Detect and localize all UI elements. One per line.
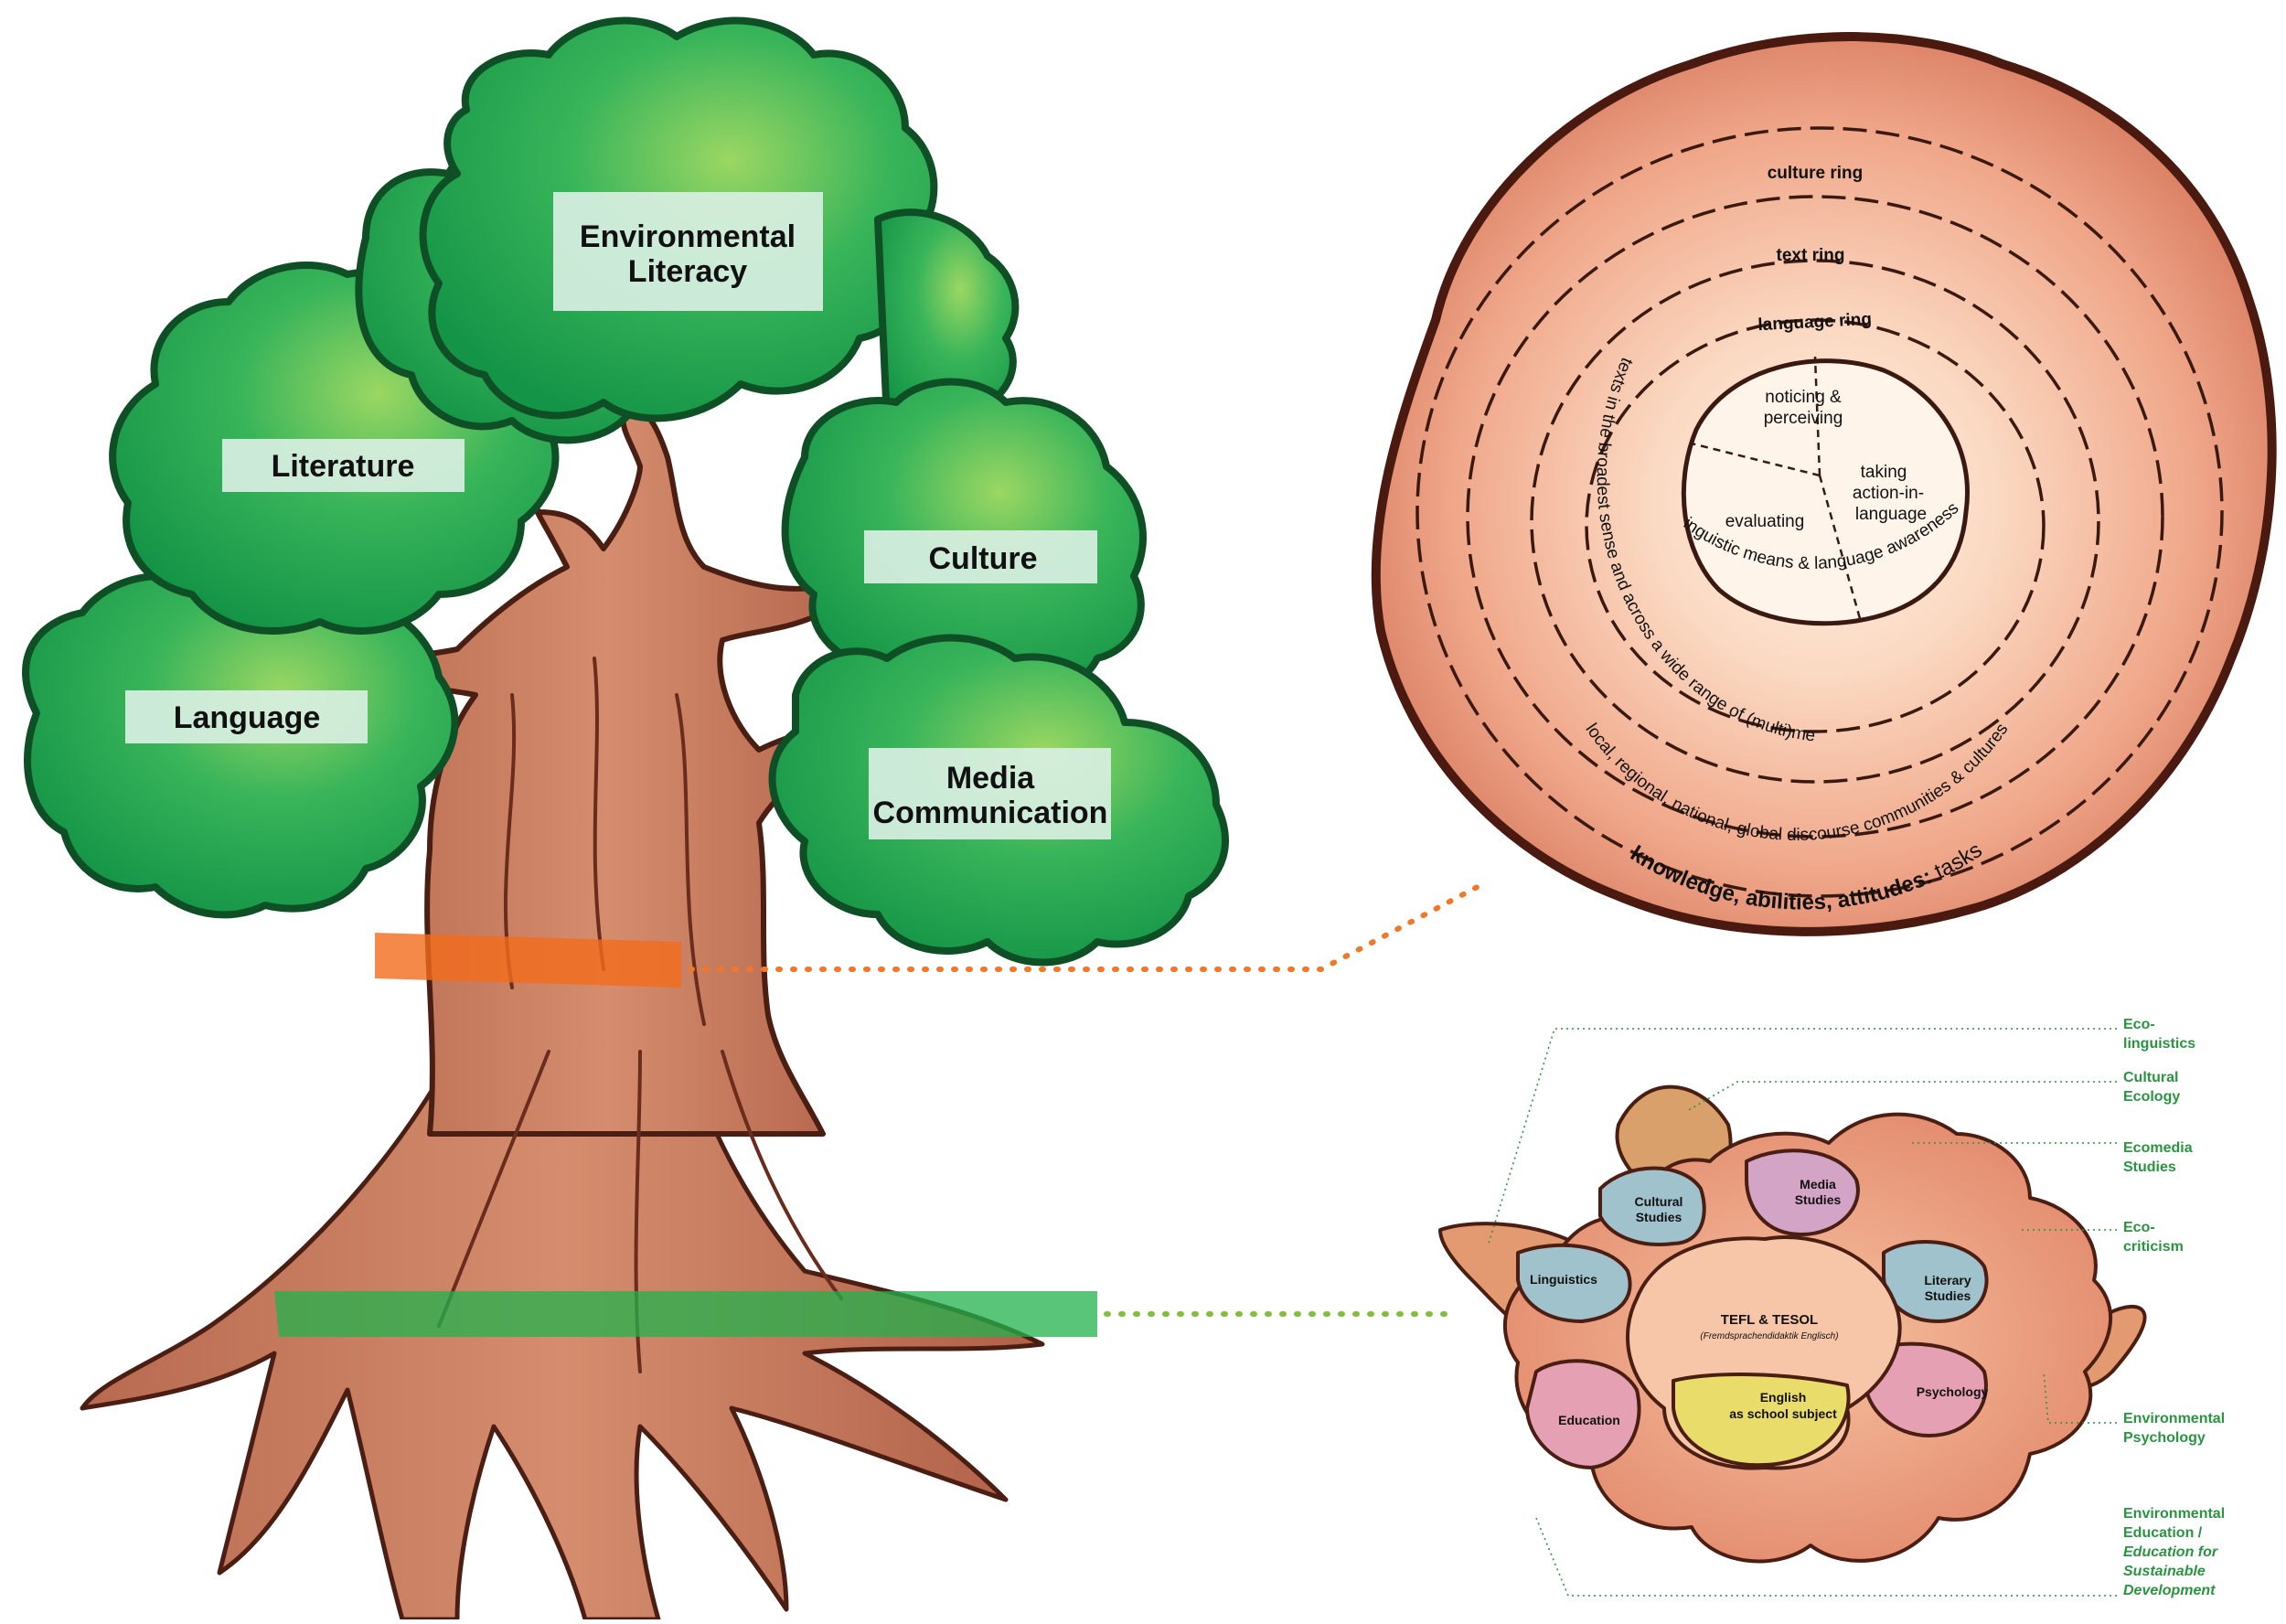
label-psychology: Psychology — [1917, 1384, 1989, 1399]
ring-text-line — [1466, 195, 2164, 839]
label-literary-studies-2: Studies — [1925, 1288, 1971, 1303]
side-label-environmental-education: Environmental Education / Education for … — [2123, 1504, 2279, 1600]
label-english-2: as school subject — [1729, 1406, 1837, 1421]
side-label-cultural-ecology-1: Cultural — [2123, 1070, 2179, 1085]
side-label-ecomedia-studies: Ecomedia Studies — [2123, 1138, 2279, 1177]
side-label-eco-criticism-1: Eco- — [2123, 1220, 2155, 1235]
side-label-esd-1: Education for — [2123, 1544, 2218, 1560]
core-action-line1: taking — [1861, 463, 1907, 482]
label-media-studies-1: Media — [1800, 1177, 1836, 1191]
label-cultural-studies-1: Cultural — [1635, 1194, 1683, 1209]
label-culture: Culture — [929, 541, 1038, 576]
label-environmental-literacy-line1: Environmental — [580, 219, 796, 254]
core-noticing-line2: perceiving — [1764, 409, 1843, 428]
label-linguistics: Linguistics — [1530, 1272, 1597, 1287]
side-leaders — [1488, 1028, 2117, 1597]
side-label-eco-linguistics-1: Eco- — [2123, 1017, 2155, 1032]
side-label-cultural-ecology: Cultural Ecology — [2123, 1068, 2279, 1106]
ring-core — [1681, 358, 1970, 626]
label-education: Education — [1558, 1413, 1620, 1427]
flower — [1438, 1084, 2147, 1564]
side-label-environmental-education-1: Environmental — [2123, 1506, 2226, 1522]
ring-label-text: text ring — [1777, 246, 1845, 265]
side-label-environmental-psychology: Environmental Psychology — [2123, 1409, 2279, 1448]
roots-green-band — [274, 1291, 1097, 1337]
side-label-environmental-education-2: Education / — [2123, 1525, 2203, 1541]
connector-trunk-to-ring — [688, 880, 1489, 972]
petal-media-studies — [1745, 1149, 1860, 1236]
flower-labels: Cultural Studies Media Studies Linguisti… — [1530, 1177, 1988, 1427]
core-action-line2: action-in- — [1853, 484, 1924, 503]
side-label-environmental-psychology-2: Psychology — [2123, 1430, 2206, 1446]
side-label-esd-3: Development — [2123, 1583, 2216, 1598]
tree: Environmental Literacy Literature Langua… — [22, 16, 1229, 1622]
side-label-eco-criticism-2: criticism — [2123, 1239, 2184, 1255]
side-label-esd-2: Sustainable — [2123, 1564, 2206, 1579]
flower-school-zone — [1672, 1373, 1851, 1468]
core-divider-1 — [1813, 356, 1821, 476]
side-label-eco-criticism: Eco- criticism — [2123, 1218, 2279, 1256]
ring-language-line — [1530, 259, 2100, 784]
tree-roots — [80, 1076, 1045, 1622]
core-evaluating: evaluating — [1725, 512, 1805, 531]
side-label-eco-linguistics: Eco- linguistics — [2123, 1015, 2279, 1053]
label-literary-studies-1: Literary — [1924, 1273, 1971, 1287]
label-media-line1: Media — [946, 761, 1035, 796]
ring-label-culture: culture ring — [1768, 164, 1864, 183]
label-literature: Literature — [272, 449, 415, 484]
core-divider-2 — [1691, 442, 1821, 477]
petal-linguistics — [1516, 1243, 1632, 1323]
label-cultural-studies-2: Studies — [1636, 1210, 1682, 1224]
side-label-ecomedia-studies-1: Ecomedia — [2123, 1140, 2193, 1156]
petal-education — [1525, 1359, 1641, 1469]
label-tefl-sub: (Fremdsprachendidaktik Englisch) — [1700, 1331, 1838, 1341]
label-language: Language — [174, 700, 321, 735]
label-media-studies-2: Studies — [1795, 1192, 1842, 1207]
trunk-orange-band — [375, 933, 681, 988]
petal-cultural-studies — [1598, 1166, 1706, 1246]
petal-psychology — [1864, 1341, 1988, 1437]
ring-culture-line — [1415, 126, 2224, 898]
label-english-1: English — [1760, 1390, 1807, 1405]
core-action-line3: language — [1855, 505, 1927, 524]
crown-labels: Environmental Literacy Literature Langua… — [125, 192, 1111, 839]
core-noticing-line1: noticing & — [1765, 388, 1842, 407]
label-environmental-literacy-line2: Literacy — [628, 254, 747, 289]
label-media-line2: Communication — [873, 796, 1108, 830]
ring-inner-line — [1585, 318, 2046, 733]
side-label-ecomedia-studies-2: Studies — [2123, 1159, 2176, 1175]
side-label-eco-linguistics-2: linguistics — [2123, 1036, 2196, 1052]
side-label-cultural-ecology-2: Ecology — [2123, 1089, 2181, 1105]
label-tefl: TEFL & TESOL — [1721, 1312, 1818, 1328]
side-label-environmental-psychology-1: Environmental — [2123, 1411, 2226, 1426]
